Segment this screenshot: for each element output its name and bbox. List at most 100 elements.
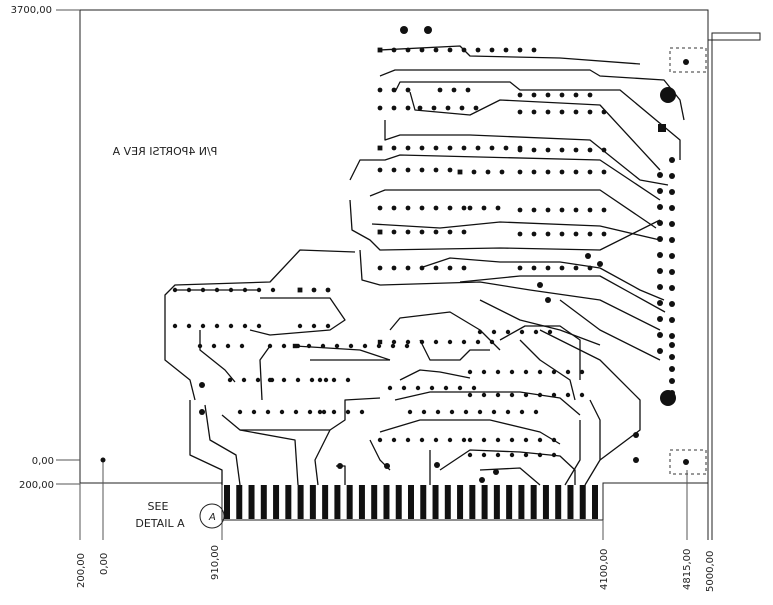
- pad: [657, 316, 663, 322]
- edge-finger: [322, 485, 329, 519]
- pad: [495, 369, 501, 375]
- pad: [337, 463, 343, 469]
- pad: [199, 382, 205, 388]
- edge-finger: [432, 485, 439, 519]
- pad: [417, 105, 423, 111]
- pad: [377, 339, 383, 345]
- pad: [669, 253, 675, 259]
- pad: [391, 105, 397, 111]
- pad: [405, 437, 411, 443]
- pad: [214, 287, 220, 293]
- pad: [311, 323, 317, 329]
- pad: [199, 409, 205, 415]
- dim-label-910: 910,00: [210, 545, 221, 580]
- pad: [345, 377, 351, 383]
- pad: [587, 92, 593, 98]
- pad: [551, 452, 557, 458]
- edge-connector: [224, 485, 598, 519]
- pad: [390, 343, 396, 349]
- pad: [587, 109, 593, 115]
- edge-finger: [236, 485, 243, 519]
- pad: [437, 87, 443, 93]
- pad: [475, 339, 481, 345]
- pad: [669, 301, 675, 307]
- pad: [545, 147, 551, 153]
- pad: [545, 297, 551, 303]
- pad: [519, 329, 525, 335]
- pad: [489, 47, 495, 53]
- trace: [379, 419, 561, 445]
- pad: [321, 409, 327, 415]
- pad: [467, 452, 473, 458]
- edge-finger: [518, 485, 525, 519]
- pad: [587, 231, 593, 237]
- pad: [279, 409, 285, 415]
- edge-finger: [358, 485, 365, 519]
- pad: [658, 124, 666, 132]
- pad: [559, 231, 565, 237]
- pad: [481, 205, 487, 211]
- pad: [377, 167, 383, 173]
- pad: [601, 109, 607, 115]
- pad: [559, 169, 565, 175]
- detail-symbol: A: [208, 512, 216, 523]
- pad: [517, 231, 523, 237]
- pad: [503, 47, 509, 53]
- edge-finger: [395, 485, 402, 519]
- pad: [281, 377, 287, 383]
- pad: [293, 409, 299, 415]
- pad: [419, 47, 425, 53]
- pad: [519, 409, 525, 415]
- pad: [449, 409, 455, 415]
- pad: [467, 205, 473, 211]
- pad: [447, 229, 453, 235]
- edge-finger: [530, 485, 537, 519]
- edge-finger: [285, 485, 292, 519]
- pad: [309, 377, 315, 383]
- pad: [669, 342, 675, 348]
- pad: [657, 332, 663, 338]
- edge-finger: [297, 485, 304, 519]
- pad: [499, 169, 505, 175]
- trace: [259, 345, 271, 401]
- pad: [270, 287, 276, 293]
- trace: [499, 325, 581, 380]
- pad: [531, 231, 537, 237]
- edge-finger: [260, 485, 267, 519]
- pad: [601, 207, 607, 213]
- pad: [495, 392, 501, 398]
- pad: [533, 409, 539, 415]
- trace: [409, 91, 661, 171]
- pad: [523, 369, 529, 375]
- dim-label-200-left: 200,00: [19, 480, 54, 491]
- edge-finger: [457, 485, 464, 519]
- pad: [419, 205, 425, 211]
- pad: [467, 437, 473, 443]
- trace: [359, 249, 661, 331]
- pad: [434, 462, 440, 468]
- pad: [657, 252, 663, 258]
- pad: [537, 392, 543, 398]
- pad: [323, 377, 329, 383]
- pad: [657, 172, 663, 178]
- trace: [199, 330, 236, 383]
- pad: [433, 47, 439, 53]
- pad: [477, 409, 483, 415]
- pad: [517, 92, 523, 98]
- edge-finger: [346, 485, 353, 519]
- trace: [294, 345, 391, 361]
- pad: [387, 385, 393, 391]
- pad: [241, 377, 247, 383]
- pad: [475, 145, 481, 151]
- trace: [394, 391, 581, 416]
- pad: [545, 169, 551, 175]
- pad: [471, 385, 477, 391]
- pad: [325, 287, 331, 293]
- pad: [559, 109, 565, 115]
- pad: [587, 147, 593, 153]
- pad: [669, 269, 675, 275]
- pad: [523, 452, 529, 458]
- pad: [495, 437, 501, 443]
- pad: [265, 409, 271, 415]
- pad: [405, 145, 411, 151]
